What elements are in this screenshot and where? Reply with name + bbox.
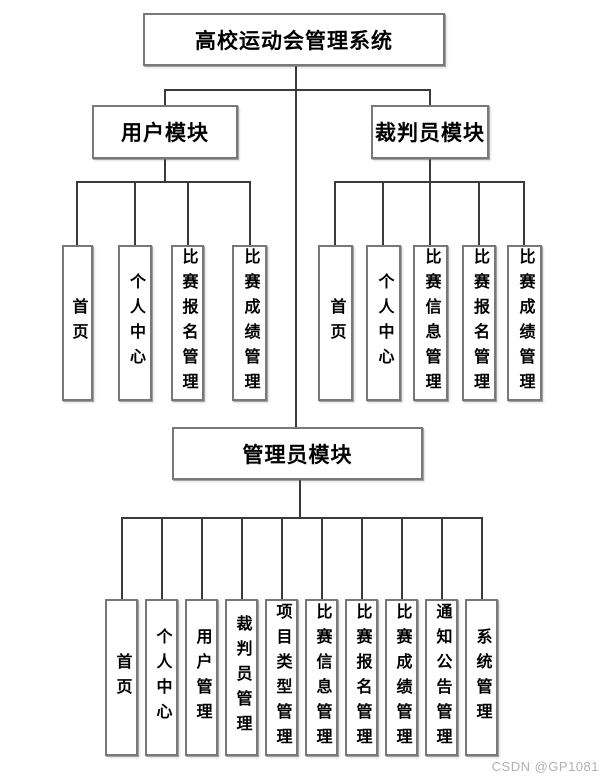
connector-leaf-stub: [429, 181, 431, 247]
node-referee-personal-center: 个人中心: [366, 245, 401, 401]
leaf-label: 项目类型管理: [273, 602, 291, 753]
node-referee-results-mgmt: 比赛成绩管理: [507, 245, 542, 401]
leaf-label: 通知公告管理: [433, 602, 451, 753]
node-referee-info-mgmt: 比赛信息管理: [413, 245, 448, 401]
leaf-label: 比赛成绩管理: [393, 602, 411, 753]
node-user-module-label: 用户模块: [121, 122, 209, 145]
node-referee-home: 首页: [318, 245, 353, 401]
leaf-label: 比赛成绩管理: [241, 248, 259, 398]
leaf-label: 比赛信息管理: [422, 248, 440, 398]
node-admin-home: 首页: [105, 599, 138, 756]
connector-leaf-stub: [478, 181, 480, 247]
node-user-personal-center: 个人中心: [118, 245, 152, 401]
node-admin-module: 管理员模块: [172, 427, 423, 480]
connector-leaf-stub: [161, 517, 163, 601]
node-referee-module-label: 裁判员模块: [375, 122, 485, 145]
connector-leaf-stub: [361, 517, 363, 601]
connector-leaf-stub: [134, 181, 136, 247]
connector-referee-drop: [429, 158, 431, 183]
connector-admin-drop: [299, 478, 301, 519]
node-admin-match-info-mgmt: 比赛信息管理: [305, 599, 338, 756]
node-root-system: 高校运动会管理系统: [143, 13, 445, 66]
node-admin-referee-mgmt: 裁判员管理: [225, 599, 258, 756]
connector-tier1-bus: [164, 89, 431, 91]
leaf-label: 首页: [113, 652, 131, 703]
connector-leaf-stub: [76, 181, 78, 247]
leaf-label: 裁判员管理: [233, 615, 251, 740]
connector-leaf-stub: [201, 517, 203, 601]
leaf-label: 个人中心: [375, 273, 393, 373]
leaf-label: 比赛报名管理: [471, 248, 488, 398]
connector-admin-bus: [121, 517, 483, 519]
leaf-label: 个人中心: [153, 627, 171, 728]
leaf-label: 个人中心: [127, 273, 144, 373]
leaf-label: 比赛报名管理: [179, 248, 197, 398]
node-admin-system-mgmt: 系统管理: [465, 599, 498, 756]
connector-leaf-stub: [401, 517, 403, 601]
leaf-label: 用户管理: [193, 627, 211, 728]
node-user-module: 用户模块: [92, 105, 238, 159]
connector-leaf-stub: [321, 517, 323, 601]
leaf-label: 首页: [327, 298, 345, 348]
node-user-registration-mgmt: 比赛报名管理: [171, 245, 204, 401]
node-root-label: 高校运动会管理系统: [195, 29, 393, 53]
node-admin-results-mgmt: 比赛成绩管理: [385, 599, 418, 756]
node-admin-event-type-mgmt: 项目类型管理: [265, 599, 298, 756]
connector-leaf-stub: [441, 517, 443, 601]
connector-leaf-stub: [481, 517, 483, 601]
connector-referee-stub: [429, 89, 431, 107]
connector-leaf-stub: [382, 181, 384, 247]
node-admin-module-label: 管理员模块: [242, 443, 353, 467]
connector-root-trunk: [295, 64, 297, 427]
leaf-label: 比赛信息管理: [313, 602, 331, 753]
connector-leaf-stub: [334, 181, 336, 247]
leaf-label: 比赛成绩管理: [516, 248, 534, 398]
connector-leaf-stub: [121, 517, 123, 601]
leaf-label: 系统管理: [473, 627, 491, 728]
leaf-label: 首页: [69, 298, 87, 348]
node-admin-notice-mgmt: 通知公告管理: [425, 599, 458, 756]
connector-leaf-stub: [249, 181, 251, 247]
watermark: CSDN @GP1081: [491, 759, 599, 774]
connector-leaf-stub: [523, 181, 525, 247]
node-admin-registration-mgmt: 比赛报名管理: [345, 599, 378, 756]
connector-user-stub: [164, 89, 166, 107]
node-admin-user-mgmt: 用户管理: [185, 599, 218, 756]
node-referee-module: 裁判员模块: [371, 105, 489, 159]
connector-leaf-stub: [281, 517, 283, 601]
connector-leaf-stub: [241, 517, 243, 601]
connector-user-drop: [164, 158, 166, 183]
node-user-results-mgmt: 比赛成绩管理: [232, 245, 267, 401]
node-referee-registration-mgmt: 比赛报名管理: [462, 245, 496, 401]
connector-leaf-stub: [187, 181, 189, 247]
node-admin-personal-center: 个人中心: [145, 599, 178, 756]
connector-user-bus: [76, 181, 251, 183]
node-user-home: 首页: [62, 245, 93, 401]
leaf-label: 比赛报名管理: [353, 602, 371, 753]
